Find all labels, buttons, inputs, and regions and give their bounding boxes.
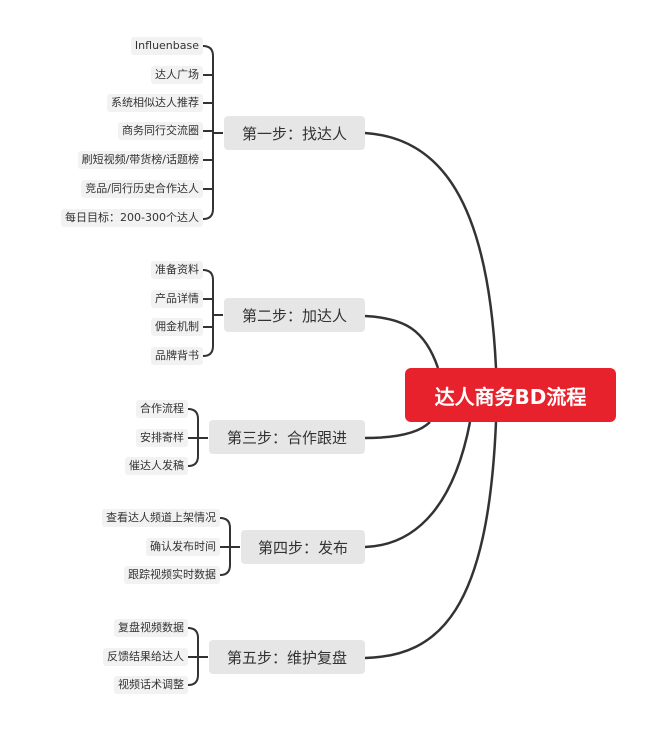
link-root-step5	[364, 421, 498, 660]
leaves-step4: 查看达人频道上架情况 确认发布时间 跟踪视频实时数据	[0, 0, 220, 738]
leaves-step5: 复盘视频数据 反馈结果给达人 视频话术调整	[0, 0, 188, 738]
step-node-1[interactable]: 第一步：找达人	[224, 116, 365, 150]
leaf-item[interactable]: 每日目标：200-300个达人	[61, 209, 203, 227]
leaves-step2: 准备资料 产品详情 佣金机制 品牌背书	[0, 0, 203, 738]
leaf-item[interactable]: 系统相似达人推荐	[107, 94, 203, 112]
leaves-step3: 合作流程 安排寄样 催达人发稿	[0, 0, 188, 738]
leaf-item[interactable]: 催达人发稿	[125, 457, 188, 475]
link-root-step4	[364, 421, 472, 549]
leaf-item[interactable]: 刷短视频/带货榜/话题榜	[77, 151, 203, 169]
step-node-2[interactable]: 第二步：加达人	[224, 298, 365, 332]
leaves-step1: Influenbase 达人广场 系统相似达人推荐 商务同行交流圈 刷短视频/带…	[0, 0, 203, 738]
leaf-item[interactable]: 反馈结果给达人	[103, 648, 188, 666]
leaf-item[interactable]: 商务同行交流圈	[118, 122, 203, 140]
leaf-item[interactable]: 竞品/同行历史合作达人	[81, 180, 203, 198]
leaf-item[interactable]: Influenbase	[130, 37, 203, 55]
leaf-item[interactable]: 确认发布时间	[146, 538, 220, 556]
leaf-item[interactable]: 产品详情	[151, 290, 203, 308]
link-root-step1	[364, 131, 498, 369]
step-node-5[interactable]: 第五步：维护复盘	[209, 640, 365, 674]
bracket-step5	[187, 627, 208, 686]
bracket-step1	[202, 45, 223, 220]
leaf-item[interactable]: 品牌背书	[151, 347, 203, 365]
link-root-step2	[364, 314, 440, 369]
leaf-item[interactable]: 视频话术调整	[114, 676, 188, 694]
leaf-item[interactable]: 准备资料	[151, 261, 203, 279]
step-node-4[interactable]: 第四步：发布	[241, 530, 365, 564]
leaf-item[interactable]: 达人广场	[151, 66, 203, 84]
link-root-step3	[364, 421, 431, 440]
bracket-step3	[187, 408, 208, 467]
step-node-3[interactable]: 第三步：合作跟进	[209, 420, 365, 454]
bracket-step2	[202, 269, 223, 357]
leaf-item[interactable]: 佣金机制	[151, 318, 203, 336]
leaf-item[interactable]: 合作流程	[136, 400, 188, 418]
leaf-item[interactable]: 安排寄样	[136, 429, 188, 447]
leaf-item[interactable]: 跟踪视频实时数据	[124, 566, 220, 584]
leaf-item[interactable]: 复盘视频数据	[114, 619, 188, 637]
leaf-item[interactable]: 查看达人频道上架情况	[102, 509, 220, 527]
root-node[interactable]: 达人商务BD流程	[405, 368, 616, 422]
bracket-step4	[219, 517, 240, 576]
